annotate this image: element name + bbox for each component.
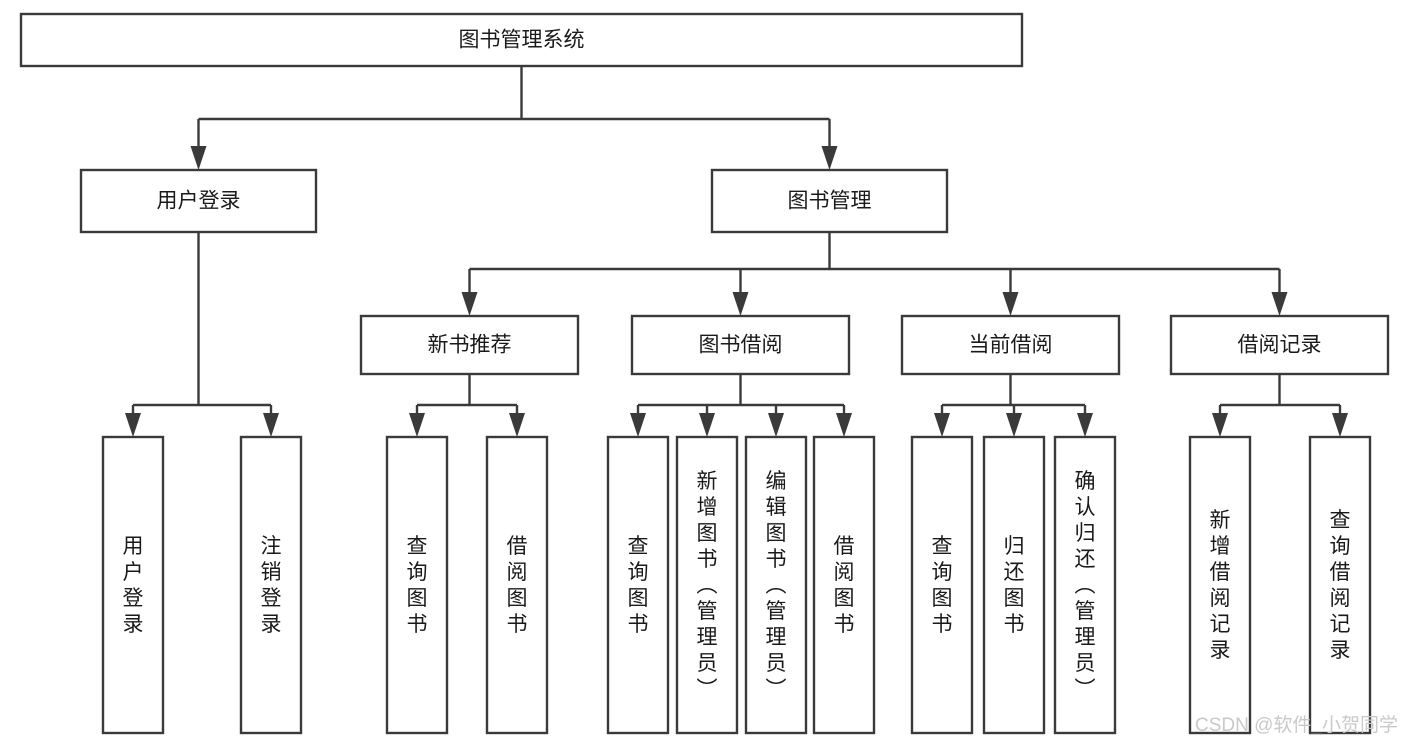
node-label-leaf-user-login: 用户登录 bbox=[123, 535, 144, 636]
arrow-head-icon bbox=[1077, 413, 1093, 437]
node-box-leaf-borrow-book-2 bbox=[812, 435, 876, 735]
node-box-root bbox=[19, 12, 1024, 68]
arrow-head-icon bbox=[821, 146, 838, 170]
node-label-current-borrow: 当前借阅 bbox=[969, 334, 1053, 357]
node-label-borrow-record: 借阅记录 bbox=[1238, 334, 1322, 357]
node-label-leaf-query-borrow-record: 查询借阅记录 bbox=[1330, 509, 1351, 662]
connector-group-book-borrow bbox=[630, 374, 852, 437]
node-leaf-edit-book-admin[interactable]: 编辑图书︵管理员︶ bbox=[744, 435, 808, 735]
connector-group-borrow-record bbox=[1212, 374, 1348, 437]
node-leaf-query-book-1[interactable]: 查询图书 bbox=[385, 435, 449, 735]
node-label-leaf-query-book-1: 查询图书 bbox=[407, 535, 428, 636]
node-box-borrow-record bbox=[1169, 314, 1390, 376]
node-new-book-recommend[interactable]: 新书推荐 bbox=[359, 314, 580, 376]
arrow-head-icon bbox=[509, 413, 525, 437]
node-borrow-record[interactable]: 借阅记录 bbox=[1169, 314, 1390, 376]
node-box-leaf-user-login bbox=[101, 435, 165, 735]
node-box-leaf-query-book-3 bbox=[910, 435, 974, 735]
arrow-head-icon bbox=[1006, 413, 1022, 437]
arrow-head-icon bbox=[190, 146, 207, 170]
node-box-leaf-query-book-1 bbox=[385, 435, 449, 735]
arrow-head-icon bbox=[1332, 413, 1348, 437]
node-user-login[interactable]: 用户登录 bbox=[79, 168, 318, 234]
node-leaf-user-login[interactable]: 用户登录 bbox=[101, 435, 165, 735]
node-box-leaf-query-book-2 bbox=[606, 435, 670, 735]
connector-group-book-management bbox=[461, 232, 1288, 316]
node-leaf-query-borrow-record[interactable]: 查询借阅记录 bbox=[1308, 435, 1372, 735]
arrow-head-icon bbox=[768, 413, 784, 437]
node-box-book-management bbox=[710, 168, 949, 234]
node-leaf-add-book-admin[interactable]: 新增图书︵管理员︶ bbox=[675, 435, 739, 735]
node-label-book-borrow: 图书借阅 bbox=[699, 334, 783, 357]
node-label-leaf-add-book-admin: 新增图书︵管理员︶ bbox=[697, 470, 718, 701]
node-box-new-book-recommend bbox=[359, 314, 580, 376]
node-box-leaf-logout bbox=[239, 435, 303, 735]
node-leaf-borrow-book-1[interactable]: 借阅图书 bbox=[485, 435, 549, 735]
arrow-head-icon bbox=[263, 413, 279, 437]
node-book-borrow[interactable]: 图书借阅 bbox=[630, 314, 851, 376]
node-label-new-book-recommend: 新书推荐 bbox=[428, 334, 512, 357]
node-label-leaf-borrow-book-2: 借阅图书 bbox=[834, 535, 855, 636]
node-leaf-query-book-2[interactable]: 查询图书 bbox=[606, 435, 670, 735]
node-box-leaf-edit-book-admin bbox=[744, 435, 808, 735]
node-label-leaf-query-book-2: 查询图书 bbox=[628, 535, 649, 636]
node-box-leaf-add-book-admin bbox=[675, 435, 739, 735]
node-box-leaf-add-borrow-record bbox=[1188, 435, 1252, 735]
node-leaf-query-book-3[interactable]: 查询图书 bbox=[910, 435, 974, 735]
arrow-head-icon bbox=[836, 413, 852, 437]
arrow-head-icon bbox=[1002, 292, 1019, 316]
connector-group-current-borrow bbox=[934, 374, 1093, 437]
arrow-head-icon bbox=[1271, 292, 1288, 316]
node-label-leaf-query-book-3: 查询图书 bbox=[932, 535, 953, 636]
connector-group-root bbox=[190, 66, 838, 170]
node-label-leaf-add-borrow-record: 新增借阅记录 bbox=[1210, 509, 1231, 662]
node-box-leaf-confirm-return bbox=[1053, 435, 1117, 735]
node-label-book-management: 图书管理 bbox=[788, 190, 872, 213]
node-leaf-add-borrow-record[interactable]: 新增借阅记录 bbox=[1188, 435, 1252, 735]
node-box-leaf-return-book bbox=[982, 435, 1046, 735]
connector-group-user-login bbox=[125, 232, 279, 437]
node-label-leaf-return-book: 归还图书 bbox=[1004, 535, 1025, 636]
arrow-head-icon bbox=[699, 413, 715, 437]
node-leaf-return-book[interactable]: 归还图书 bbox=[982, 435, 1046, 735]
node-box-current-borrow bbox=[900, 314, 1121, 376]
arrow-head-icon bbox=[409, 413, 425, 437]
node-box-book-borrow bbox=[630, 314, 851, 376]
node-current-borrow[interactable]: 当前借阅 bbox=[900, 314, 1121, 376]
node-box-user-login bbox=[79, 168, 318, 234]
connector-lines bbox=[125, 66, 1348, 437]
node-leaf-logout[interactable]: 注销登录 bbox=[239, 435, 303, 735]
node-label-user-login: 用户登录 bbox=[157, 190, 241, 213]
node-boxes: 图书管理系统用户登录图书管理新书推荐图书借阅当前借阅借阅记录用户登录注销登录查询… bbox=[19, 12, 1390, 735]
node-box-leaf-borrow-book-1 bbox=[485, 435, 549, 735]
connector-group-new-book-recommend bbox=[409, 374, 525, 437]
node-label-leaf-borrow-book-1: 借阅图书 bbox=[507, 535, 528, 636]
node-book-management[interactable]: 图书管理 bbox=[710, 168, 949, 234]
watermark-label: CSDN @软件_小贺同学 bbox=[1195, 714, 1398, 736]
node-label-root: 图书管理系统 bbox=[459, 29, 585, 52]
node-root[interactable]: 图书管理系统 bbox=[19, 12, 1024, 68]
node-label-leaf-confirm-return: 确认归还︵管理员︶ bbox=[1075, 470, 1096, 701]
node-box-leaf-query-borrow-record bbox=[1308, 435, 1372, 735]
arrow-head-icon bbox=[732, 292, 749, 316]
arrow-head-icon bbox=[461, 292, 478, 316]
node-label-leaf-logout: 注销登录 bbox=[261, 535, 282, 636]
arrow-head-icon bbox=[125, 413, 141, 437]
arrow-head-icon bbox=[1212, 413, 1228, 437]
node-leaf-borrow-book-2[interactable]: 借阅图书 bbox=[812, 435, 876, 735]
node-label-leaf-edit-book-admin: 编辑图书︵管理员︶ bbox=[766, 470, 787, 701]
arrow-head-icon bbox=[630, 413, 646, 437]
arrow-head-icon bbox=[934, 413, 950, 437]
node-leaf-confirm-return[interactable]: 确认归还︵管理员︶ bbox=[1053, 435, 1117, 735]
